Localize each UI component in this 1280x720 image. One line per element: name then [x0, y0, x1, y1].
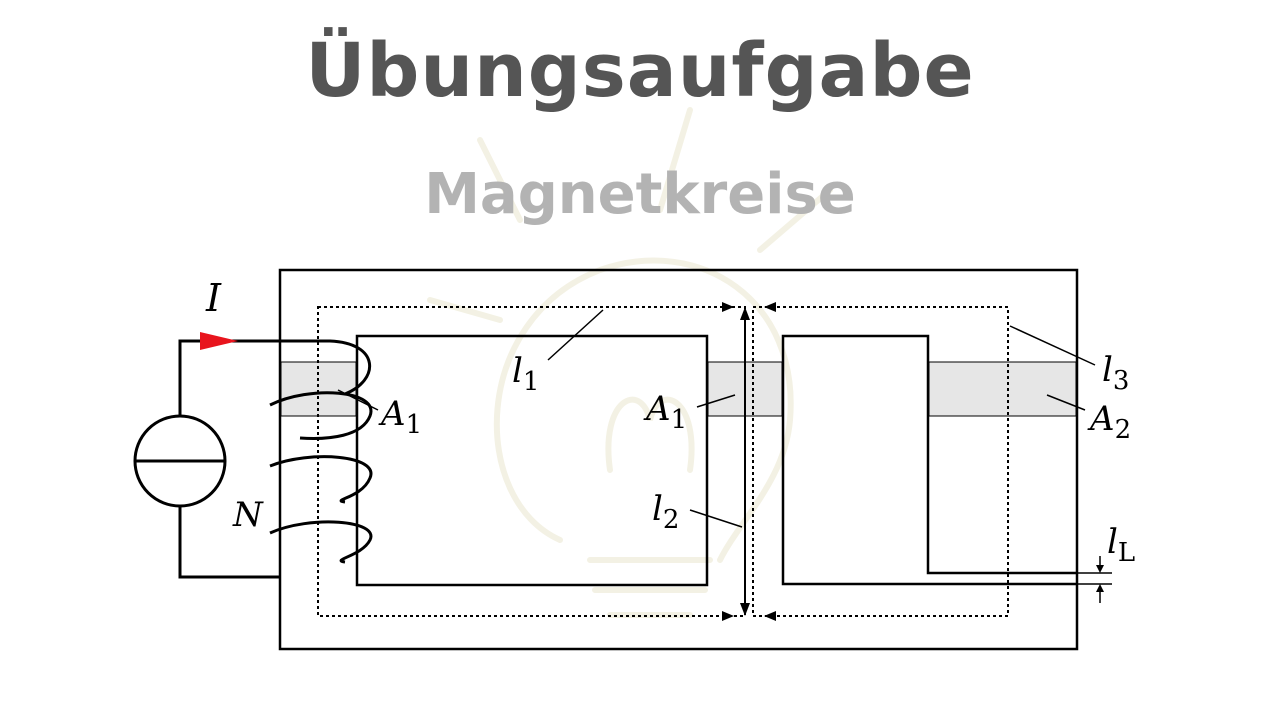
l2-dimension-arrow [722, 302, 776, 621]
l3-label: l3 [1102, 350, 1129, 396]
source-circuit-wires [178, 339, 280, 579]
page-title: Übungsaufgabe [305, 28, 975, 114]
l1-label: l1 [512, 351, 539, 397]
current-arrow-icon [200, 332, 238, 350]
core-outer-boundary [278, 268, 1079, 651]
lightbulb-watermark-icon [427, 107, 833, 618]
turns-label: N [232, 495, 264, 535]
leader-lines [337, 309, 1096, 528]
mean-path-left-loop [317, 306, 746, 617]
A1-left-label: A1 [378, 394, 422, 440]
core-right-window [781, 334, 1077, 586]
air-gap-dimension [1077, 556, 1112, 603]
mean-path-right-loop [752, 306, 1009, 617]
page-subtitle: Magnetkreise [424, 162, 856, 227]
lL-label: lL [1107, 522, 1135, 568]
current-source-icon [133, 414, 227, 508]
coil-winding [269, 339, 373, 564]
cross-section-right-limb [928, 361, 1077, 417]
A2-label: A2 [1087, 399, 1131, 445]
l2-label: l2 [652, 489, 679, 535]
cross-section-left-limb [280, 361, 357, 417]
current-label: I [205, 276, 222, 320]
A1-middle-label: A1 [643, 389, 687, 435]
